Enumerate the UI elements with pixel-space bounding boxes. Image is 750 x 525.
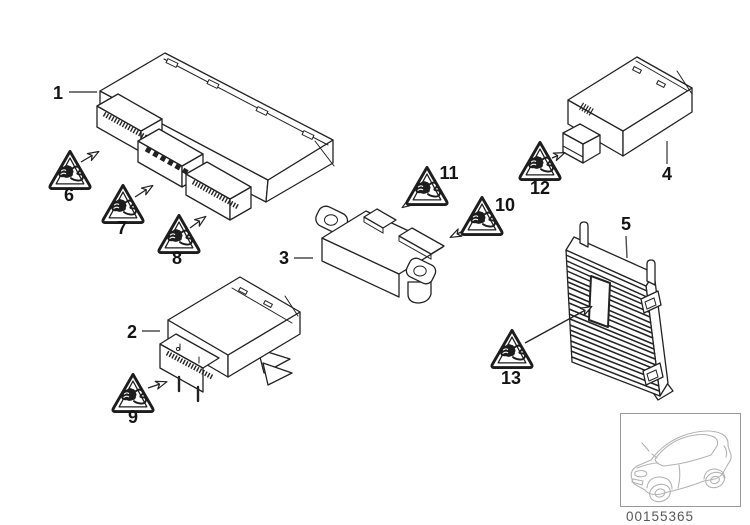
part-label-4[interactable]: 4 xyxy=(662,164,672,184)
module-4-vent-grille xyxy=(578,102,596,117)
module-1-connector-1 xyxy=(96,93,163,153)
module-2-connector xyxy=(159,333,220,403)
part-label-3[interactable]: 3 xyxy=(279,248,289,268)
module-1-body-control-unit xyxy=(96,52,335,221)
part-label-8[interactable]: 8 xyxy=(172,248,182,268)
part-label-12[interactable]: 12 xyxy=(530,178,550,198)
esd-warning-icon-13 xyxy=(490,328,534,370)
module-4-connector xyxy=(562,123,601,164)
part-labels: 1 2 3 4 5 6 7 8 9 10 11 12 13 xyxy=(53,83,672,427)
part-label-6[interactable]: 6 xyxy=(64,185,74,205)
module-1-connector-2 xyxy=(137,128,204,188)
module-3-right-tab xyxy=(405,257,437,285)
part-label-9[interactable]: 9 xyxy=(128,407,138,427)
part-label-10[interactable]: 10 xyxy=(495,195,515,215)
esd-warning-icon-6 xyxy=(48,149,92,191)
car-outline-icon xyxy=(630,430,732,503)
part-label-1[interactable]: 1 xyxy=(53,83,63,103)
module-5-amplifier xyxy=(565,221,674,401)
module-2-bracket-fin xyxy=(262,362,293,386)
part-label-13[interactable]: 13 xyxy=(501,368,521,388)
module-5-post xyxy=(646,259,656,286)
car-thumbnail xyxy=(620,413,741,507)
part-label-7[interactable]: 7 xyxy=(117,218,127,238)
module-2-control-unit xyxy=(159,276,301,403)
module-5-label-window xyxy=(588,275,611,328)
esd-warning-icon-12 xyxy=(518,140,562,182)
esd-warning-triangles xyxy=(48,140,562,414)
module-3-foot xyxy=(407,281,432,304)
part-label-5[interactable]: 5 xyxy=(621,214,631,234)
leader-lines xyxy=(69,91,668,332)
module-1-connector-3 xyxy=(185,161,252,221)
part-label-11[interactable]: 11 xyxy=(439,163,458,183)
car-thumbnail-box xyxy=(620,413,741,507)
module-4-control-unit xyxy=(562,56,693,164)
module-5-post xyxy=(579,221,589,248)
module-3-sensor-module xyxy=(315,205,445,304)
part-label-2[interactable]: 2 xyxy=(127,322,137,342)
image-number: 00155365 xyxy=(626,509,694,524)
